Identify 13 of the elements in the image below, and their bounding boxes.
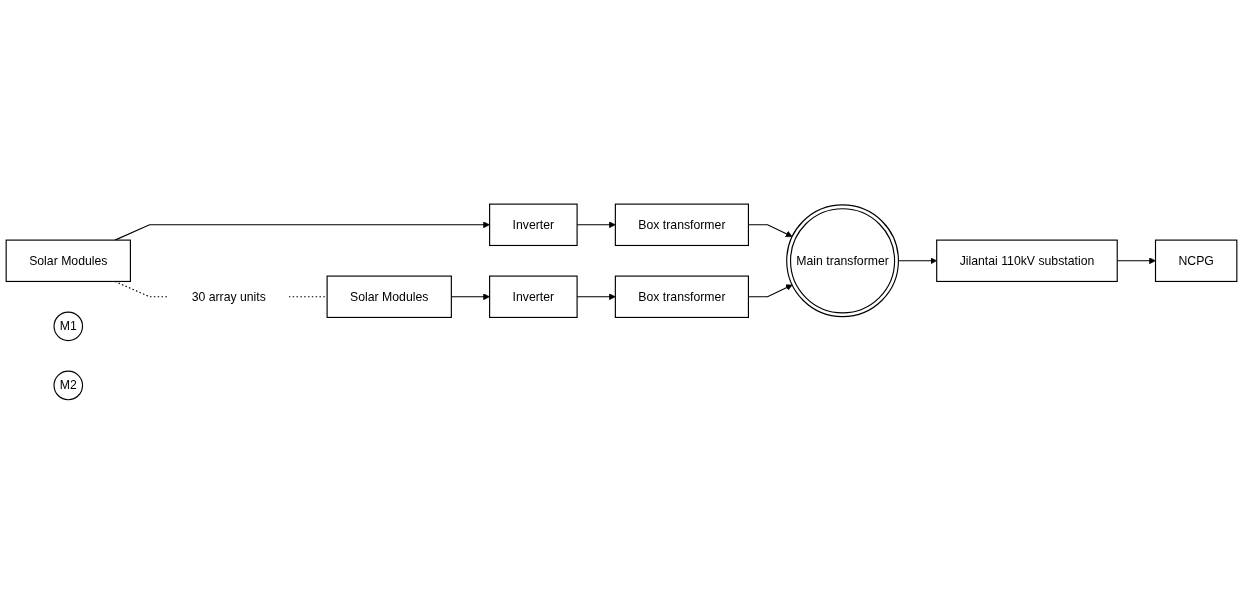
node-box: Solar Modules	[5, 239, 131, 283]
node-box: Box transformer	[614, 275, 749, 319]
node-text: 30 array units	[191, 289, 266, 303]
node-box: Jilantai 110kV substation	[936, 239, 1118, 283]
node-circle: M1	[53, 311, 84, 342]
node-box: Box transformer	[614, 203, 749, 247]
node-box: Inverter	[489, 275, 578, 319]
node-circle: M2	[53, 370, 84, 401]
node-box: Solar Modules	[326, 275, 452, 319]
node-box: NCPG	[1154, 239, 1238, 283]
connector	[288, 296, 328, 298]
node-box: Inverter	[489, 203, 578, 247]
arrow	[114, 221, 490, 241]
